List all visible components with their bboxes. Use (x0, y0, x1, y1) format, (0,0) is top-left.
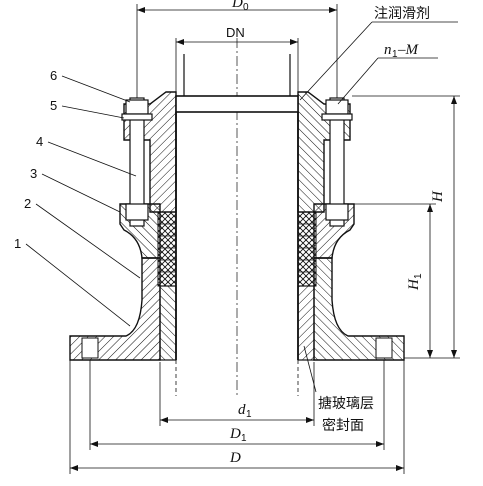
left-nut-bottom (125, 203, 149, 221)
d1-label: d (238, 402, 246, 418)
right-washer (321, 113, 353, 121)
D1-sub: 1 (241, 433, 247, 444)
part-6-leader (61, 75, 131, 103)
right-base-bolt-hole (375, 337, 393, 359)
D1-label: D (229, 426, 241, 442)
glass-layer-leader (303, 345, 317, 393)
d1-sub: 1 (246, 409, 252, 420)
left-washer (121, 113, 153, 121)
top-pipe-collar (175, 95, 299, 113)
part-3-leader (41, 173, 121, 213)
part-1-leader (25, 243, 131, 327)
n1m-label: n (384, 42, 392, 58)
left-sleeve (159, 285, 177, 361)
h1-label: H (406, 278, 422, 291)
lubricant-leader (299, 21, 373, 101)
n1m-sub: 1 (392, 49, 398, 60)
part-5-label: 5 (50, 98, 57, 113)
part-6-label: 6 (50, 68, 57, 83)
left-base-bolt-hole (81, 337, 99, 359)
part-1-label: 1 (14, 236, 21, 251)
right-nut-bottom (325, 203, 349, 221)
d0-label: D (231, 0, 243, 11)
part-2-leader (35, 203, 141, 279)
seal-face-label: 密封面 (322, 417, 364, 434)
glass-layer-label: 搪玻璃层 (318, 395, 374, 412)
lubricant-label: 注润滑剂 (374, 5, 430, 22)
n1m-leader (337, 57, 379, 105)
h1-sub: 1 (413, 273, 424, 279)
right-packing (297, 211, 317, 287)
h-label: H (430, 190, 446, 203)
right-nut-top (325, 99, 349, 115)
part-2-label: 2 (24, 196, 31, 211)
right-sleeve (297, 285, 315, 361)
part-3-label: 3 (30, 166, 37, 181)
part-5-leader (61, 105, 125, 119)
part-4-label: 4 (36, 134, 43, 149)
n1m-tail: –M (397, 42, 420, 58)
left-packing (157, 211, 177, 287)
d0-sub: 0 (243, 2, 249, 13)
dn-label: DN (226, 25, 245, 40)
D-label: D (229, 450, 241, 466)
part-4-leader (47, 141, 137, 177)
